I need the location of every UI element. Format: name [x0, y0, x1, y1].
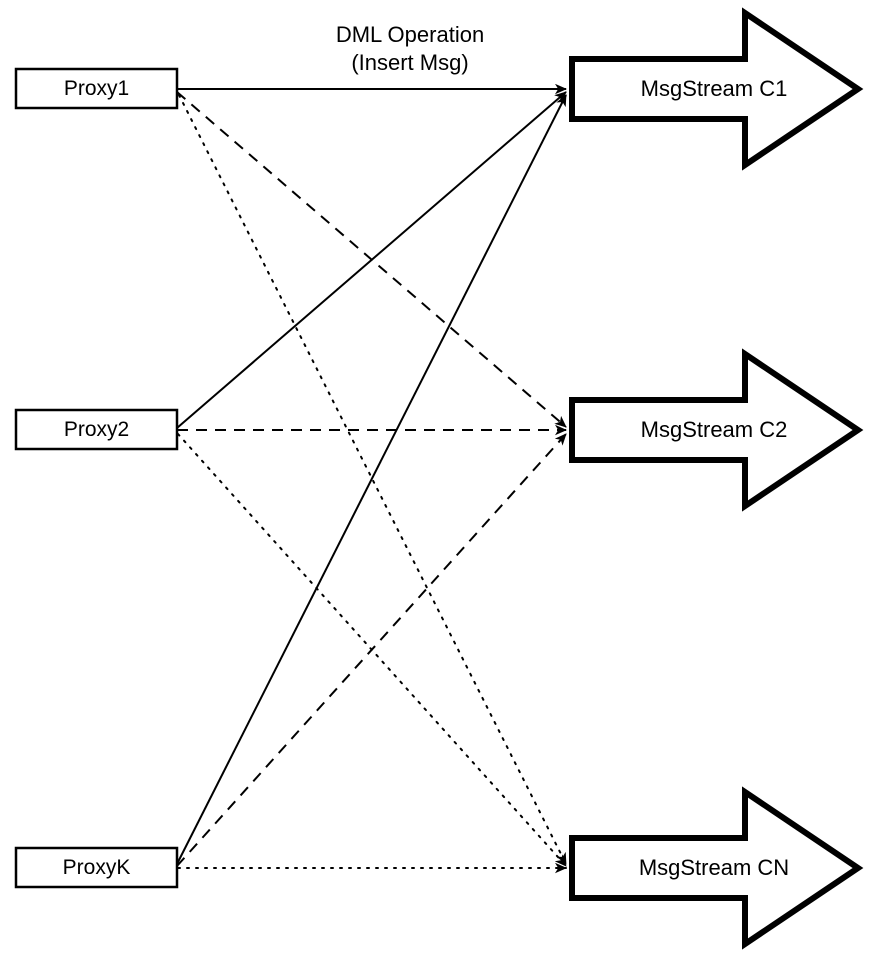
block-arrow-icon[interactable]	[569, 7, 864, 171]
node-proxy2[interactable]: Proxy2	[14, 408, 179, 451]
stream-label: MsgStream CN	[639, 855, 789, 880]
proxy-label: Proxy1	[64, 77, 129, 100]
proxy-box[interactable]	[14, 846, 179, 889]
node-msgstream-cn[interactable]: MsgStream CN	[569, 786, 864, 950]
edge-proxyk-to-stream-c1	[176, 94, 567, 865]
node-proxy1[interactable]: Proxy1	[14, 67, 179, 110]
proxy-label: ProxyK	[63, 856, 131, 879]
node-msgstream-c2[interactable]: MsgStream C2	[569, 348, 864, 512]
edge-proxy2-to-stream-c1	[176, 91, 567, 429]
block-arrow-icon[interactable]	[569, 786, 864, 950]
proxy-box[interactable]	[14, 67, 179, 110]
stream-label: MsgStream C1	[641, 76, 788, 101]
proxy-box[interactable]	[14, 408, 179, 451]
proxy-nodes-layer: Proxy1 Proxy2 ProxyK	[14, 67, 179, 889]
edge-proxy1-to-stream-cn	[178, 94, 567, 865]
edges-layer	[176, 83, 567, 874]
block-arrow-icon[interactable]	[569, 348, 864, 512]
node-msgstream-c1[interactable]: MsgStream C1	[569, 7, 864, 171]
proxy-label: Proxy2	[64, 418, 129, 441]
stream-nodes-layer: MsgStream C1 MsgStream C2 MsgStream CN	[569, 7, 864, 950]
stream-label: MsgStream C2	[641, 417, 788, 442]
edge-caption-line1: DML Operation	[336, 22, 484, 47]
edge-caption: DML Operation (Insert Msg)	[336, 22, 484, 75]
node-proxyk[interactable]: ProxyK	[14, 846, 179, 889]
edge-caption-line2: (Insert Msg)	[351, 50, 468, 75]
edge-proxyk-to-stream-c2	[176, 433, 567, 867]
